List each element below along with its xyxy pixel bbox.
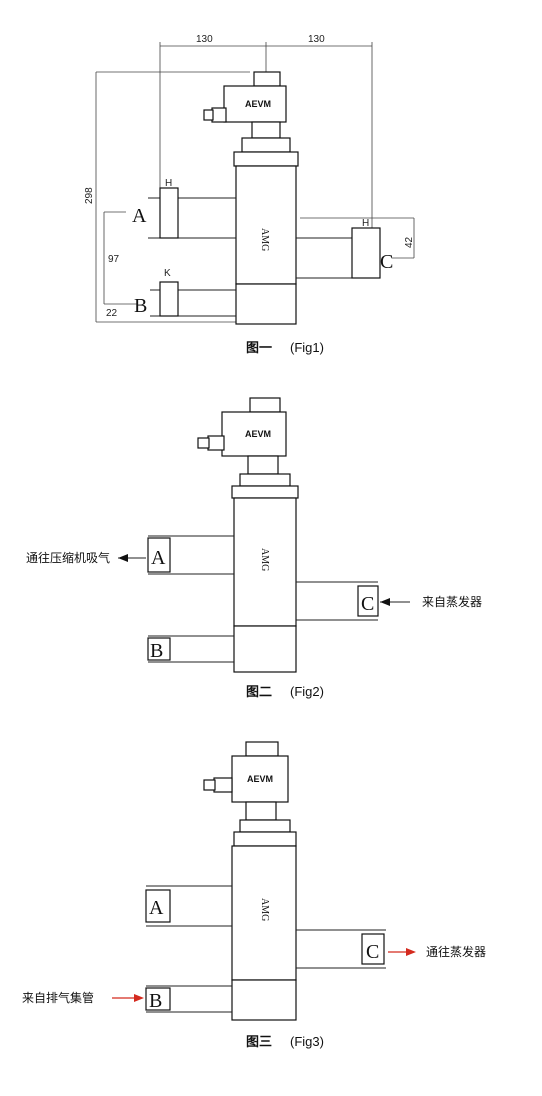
figure-2: AEVM AMG A 通往压缩机吸气 C 来自蒸发 [26, 397, 482, 699]
fig2-port-b: B [147, 635, 234, 663]
fig2-solenoid-coil: AEVM [197, 397, 287, 457]
fig3-coil-label: AEVM [247, 774, 273, 784]
fig2-arrow-a-icon [118, 554, 128, 562]
fig1-caption-en: (Fig1) [290, 340, 324, 355]
fig1-valve-stem [233, 121, 299, 167]
fig2-port-c-label: C [361, 593, 374, 615]
fig1-port-b: K B [134, 268, 236, 317]
fig2-note-a: 通往压缩机吸气 [26, 550, 110, 565]
fig2-port-a: A 通往压缩机吸气 [26, 535, 234, 575]
fig1-solenoid-coil: AEVM [203, 71, 287, 123]
fig1-body-label: AMG [259, 228, 270, 251]
fig2-port-c: C 来自蒸发器 [296, 581, 482, 621]
fig1-dim-top-right: 130 [308, 34, 325, 45]
fig2-port-a-label: A [151, 547, 166, 569]
fig1-valve-body: AMG [235, 165, 297, 325]
fig1-port-a: H A [132, 178, 236, 239]
fig1-dim-a-b: 97 [108, 254, 120, 265]
fig2-body-label: AMG [259, 548, 270, 571]
fig3-arrow-c-icon [406, 948, 416, 956]
fig3-caption-en: (Fig3) [290, 1034, 324, 1049]
fig1-caption-cn: 图一 [246, 340, 272, 355]
fig3-port-b-label: B [149, 990, 162, 1012]
fig2-valve-stem [231, 455, 299, 499]
fig1-dim-top-left: 130 [196, 34, 213, 45]
fig1-port-c-label: C [380, 251, 393, 273]
fig3-valve-stem [233, 801, 297, 847]
figure-1: AEVM AMG H A K B [84, 34, 415, 355]
fig2-coil-label: AEVM [245, 429, 271, 439]
fig3-port-a: A [145, 885, 232, 927]
fig1-port-b-label: B [134, 295, 147, 317]
fig3-port-c: C 通往蒸发器 [296, 929, 486, 969]
fig2-caption-cn: 图二 [246, 684, 272, 699]
fig1-dim-bottom: 22 [106, 308, 118, 319]
fig3-body-label: AMG [259, 898, 270, 921]
fig1-c-conn-label: H [362, 218, 369, 229]
fig2-arrow-c-icon [380, 598, 390, 606]
fig3-port-b: B 来自排气集管 [22, 985, 232, 1013]
fig2-note-c: 来自蒸发器 [422, 594, 482, 609]
fig1-dim-left-total: 298 [84, 187, 95, 204]
fig3-solenoid-coil: AEVM [203, 741, 289, 803]
fig3-port-c-label: C [366, 941, 379, 963]
fig2-caption-en: (Fig2) [290, 684, 324, 699]
fig1-a-conn-label: H [165, 178, 172, 189]
fig1-port-c: H C [296, 218, 393, 279]
fig1-b-conn-label: K [164, 268, 171, 279]
fig1-dim-c-height: 42 [404, 236, 415, 248]
fig3-valve-body: AMG [231, 845, 297, 1021]
fig2-valve-body: AMG [233, 497, 297, 673]
figure-3: AEVM AMG A C 通往蒸发器 [22, 741, 486, 1049]
fig3-port-a-label: A [149, 897, 164, 919]
fig1-coil-label: AEVM [245, 99, 271, 109]
fig3-note-b: 来自排气集管 [22, 990, 94, 1005]
fig1-port-a-label: A [132, 205, 147, 227]
fig2-port-b-label: B [150, 640, 163, 662]
fig3-arrow-b-icon [134, 994, 144, 1002]
fig3-caption-cn: 图三 [246, 1034, 272, 1049]
fig3-note-c: 通往蒸发器 [426, 944, 486, 959]
fig1-dimension-lines [95, 42, 415, 323]
